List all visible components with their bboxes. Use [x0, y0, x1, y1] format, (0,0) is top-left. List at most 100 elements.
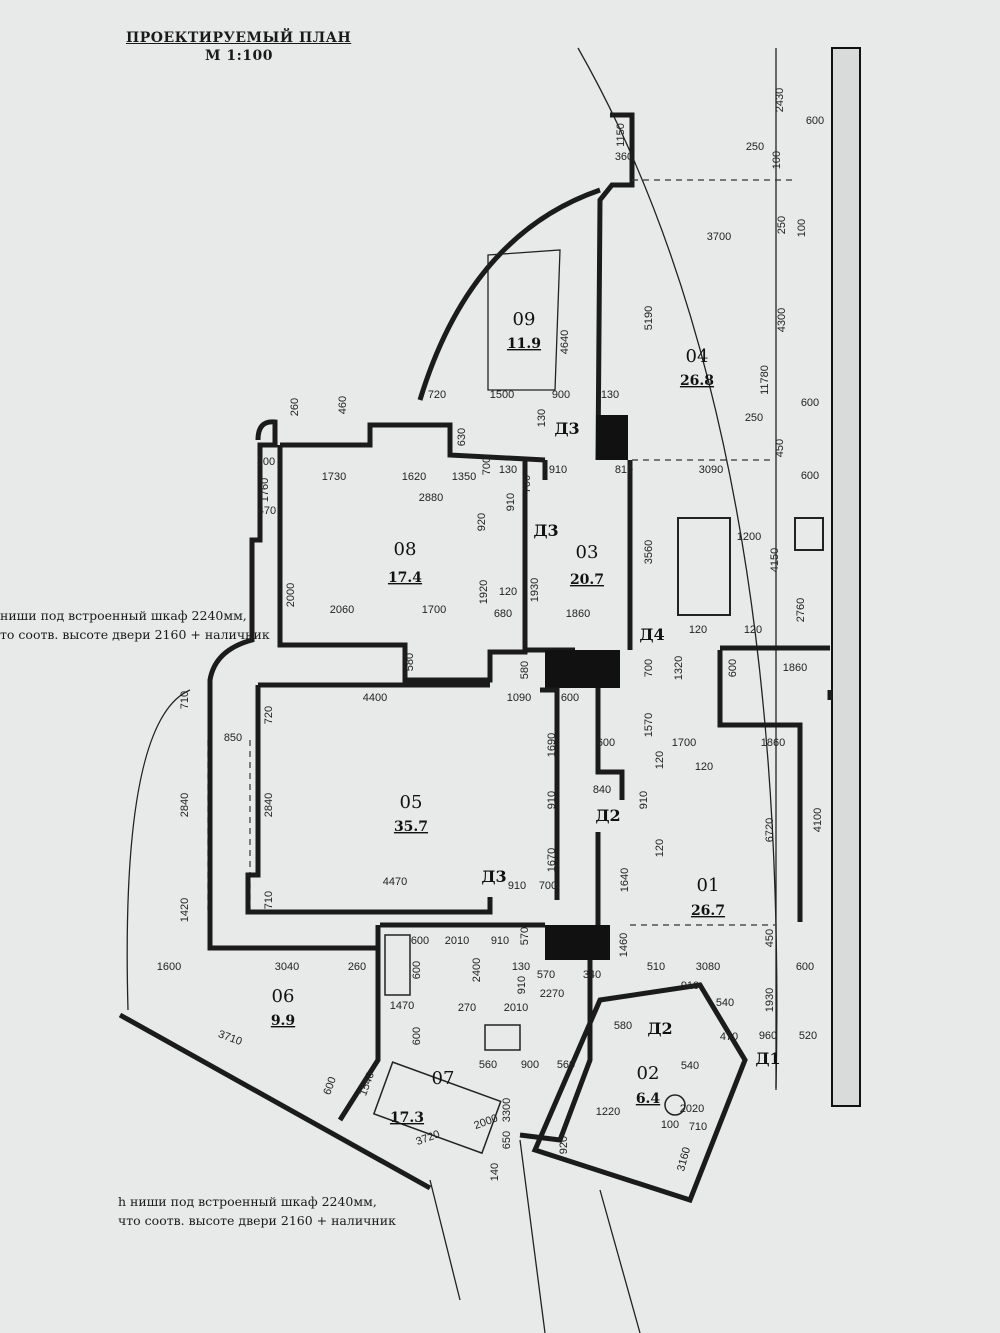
dimension-label: 1670 — [546, 848, 558, 872]
dashed-lines — [207, 179, 795, 926]
dimension-label: 3090 — [699, 464, 723, 476]
dimension-label: 920 — [558, 1136, 570, 1154]
dimension-label: 900 — [552, 389, 570, 401]
dimension-label: 570 — [519, 927, 531, 945]
dimension-label: 2060 — [330, 604, 354, 616]
dimension-label: 250 — [746, 141, 764, 153]
dimension-label: 2760 — [795, 598, 807, 622]
room-number: 07 — [432, 1068, 455, 1089]
dimension-label: 5190 — [643, 306, 655, 330]
dimension-label: 600 — [321, 1075, 339, 1096]
dimension-label: 600 — [801, 397, 819, 409]
dimension-label: 900 — [521, 1059, 539, 1071]
dimension-label: 910 — [508, 880, 526, 892]
room-number: 05 — [400, 792, 423, 813]
sketch-furniture — [487, 249, 561, 391]
dimension-label: 910 — [505, 493, 517, 511]
dimension-label: 3080 — [696, 961, 720, 973]
dimension-label: 2010 — [445, 935, 469, 947]
column — [545, 925, 610, 960]
dimension-label: 470 — [720, 1031, 738, 1043]
dimension-label: 1600 — [157, 961, 181, 973]
dimension-label: 120 — [654, 751, 666, 769]
dimension-label: 560 — [479, 1059, 497, 1071]
column — [545, 650, 620, 688]
door-label: Д1 — [755, 1049, 780, 1068]
dimension-label: 470 — [258, 505, 276, 517]
dimension-label: 920 — [476, 513, 488, 531]
dimension-label: 910 — [516, 976, 528, 994]
dimension-label: 460 — [337, 396, 349, 414]
dimension-label: 1760 — [259, 478, 271, 502]
bed-icon — [372, 1061, 502, 1155]
dimension-label: 2020 — [680, 1103, 704, 1115]
dimension-label: 600 — [561, 692, 579, 704]
dimension-label: 300 — [257, 456, 275, 468]
dimension-label: 570 — [537, 969, 555, 981]
dimension-label: 710 — [689, 1121, 707, 1133]
curved-facade-left — [126, 689, 191, 1011]
lower-structure — [429, 1139, 641, 1333]
dimension-label: 1570 — [643, 713, 655, 737]
dimension-label: 630 — [456, 428, 468, 446]
dimension-label: 1860 — [783, 662, 807, 674]
dimension-label: 1700 — [422, 604, 446, 616]
room-area: 26.7 — [691, 903, 725, 919]
dimension-label: 910 — [638, 791, 650, 809]
dimension-label: 600 — [806, 115, 824, 127]
dimension-label: 600 — [411, 961, 423, 979]
dimension-label: 100 — [796, 219, 808, 237]
dimension-label: 130 — [512, 961, 530, 973]
curved-wall-room-09 — [417, 187, 601, 401]
dimension-label: 2840 — [263, 793, 275, 817]
dimension-label: 600 — [597, 737, 615, 749]
dimension-label: 120 — [695, 761, 713, 773]
dimension-label: 700 — [521, 475, 533, 493]
stove-icon — [794, 517, 824, 551]
sink-icon — [384, 934, 411, 996]
dimension-label: 260 — [289, 398, 301, 416]
dimension-label: 3040 — [275, 961, 299, 973]
facade-curve — [577, 47, 778, 1089]
dimension-label: 1690 — [546, 733, 558, 757]
dimension-label: 6720 — [764, 818, 776, 842]
dimension-label: 4470 — [383, 876, 407, 888]
dimension-label: 3160 — [675, 1146, 693, 1173]
dimension-label: 700 — [643, 659, 655, 677]
dimension-label: 650 — [501, 1131, 513, 1149]
niche-note-top-line2: то соотв. высоте двери 2160 + наличник — [0, 627, 270, 642]
dimension-label: 910 — [491, 935, 509, 947]
wall-room-08 — [277, 422, 546, 683]
door-label: Д3 — [533, 521, 558, 540]
room-area: 26.8 — [680, 373, 714, 389]
dimension-label: 2000 — [285, 583, 297, 607]
dimension-label: 600 — [411, 1027, 423, 1045]
wall-room-01 — [717, 645, 833, 922]
wall-room-06-right — [337, 925, 381, 1122]
niche-note-bottom-line2: что соотв. высоте двери 2160 + наличник — [118, 1213, 396, 1228]
dimension-label: 450 — [774, 439, 786, 457]
dimension-label: 140 — [489, 1163, 501, 1181]
dimension-label: 2270 — [540, 988, 564, 1000]
toilet-icon — [664, 1094, 686, 1116]
dimension-label: 1930 — [529, 578, 541, 602]
door-label: Д3 — [481, 867, 506, 886]
dimension-label: 1220 — [596, 1106, 620, 1118]
bathtub-icon — [484, 1024, 521, 1051]
dimension-label: 1470 — [390, 1000, 414, 1012]
dimension-label: 120 — [689, 624, 707, 636]
dimension-label: 580 — [404, 653, 416, 671]
dimension-label: 1930 — [764, 988, 776, 1012]
dimension-label: 120 — [654, 839, 666, 857]
room-area: 17.4 — [388, 570, 422, 586]
room-number: 02 — [637, 1063, 660, 1084]
dimension-label: 450 — [764, 929, 776, 947]
dimension-label: 540 — [716, 997, 734, 1009]
dimension-label: 340 — [583, 969, 601, 981]
room-number: 03 — [576, 542, 599, 563]
room-area: 11.9 — [507, 336, 541, 352]
dimension-label: 960 — [759, 1030, 777, 1042]
dimension-label: 120 — [744, 624, 762, 636]
dimension-label: 540 — [681, 1060, 699, 1072]
wall-room-06 — [118, 1012, 432, 1191]
